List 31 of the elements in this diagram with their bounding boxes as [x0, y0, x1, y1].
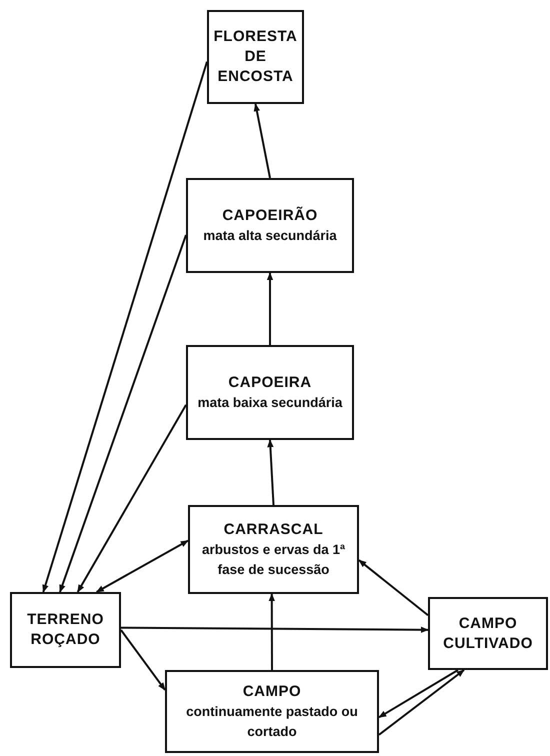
- stage-description: mata alta secundária: [203, 226, 337, 244]
- arrow: [254, 103, 271, 178]
- arrow: [268, 593, 275, 670]
- stage-box: [165, 670, 379, 753]
- stage-box: [10, 592, 121, 668]
- stage-title: CAMPO: [242, 682, 302, 702]
- arrow: [96, 540, 189, 593]
- stage-description: mata baixa secundária: [198, 394, 342, 412]
- stage-description: arbustos e ervas da 1ª fase de sucessão: [200, 540, 346, 578]
- stage-box: [186, 345, 354, 440]
- arrow: [267, 439, 274, 506]
- arrow: [76, 404, 187, 593]
- arrow: [59, 234, 187, 593]
- arrow: [42, 61, 208, 593]
- stage-title: FLORESTA DE ENCOSTA: [213, 27, 298, 87]
- stage-title: CARRASCAL: [224, 520, 324, 540]
- arrow: [121, 626, 429, 633]
- stage-box: [186, 178, 354, 273]
- stage-box: [207, 10, 304, 104]
- stage-title: CAPOEIRA: [228, 372, 312, 392]
- stage-title: CAMPO CULTIVADO: [442, 614, 534, 654]
- stage-description: continuamente pastado ou cortado: [185, 702, 359, 740]
- stage-box: [188, 505, 359, 594]
- stage-title: CAPOEIRÃO: [222, 206, 318, 226]
- arrow: [358, 559, 429, 616]
- stage-title: TERRENO ROÇADO: [26, 610, 105, 650]
- arrow: [378, 669, 459, 718]
- stage-box: [428, 597, 548, 670]
- arrow: [266, 272, 274, 345]
- arrow: [120, 629, 166, 691]
- arrow: [378, 669, 465, 736]
